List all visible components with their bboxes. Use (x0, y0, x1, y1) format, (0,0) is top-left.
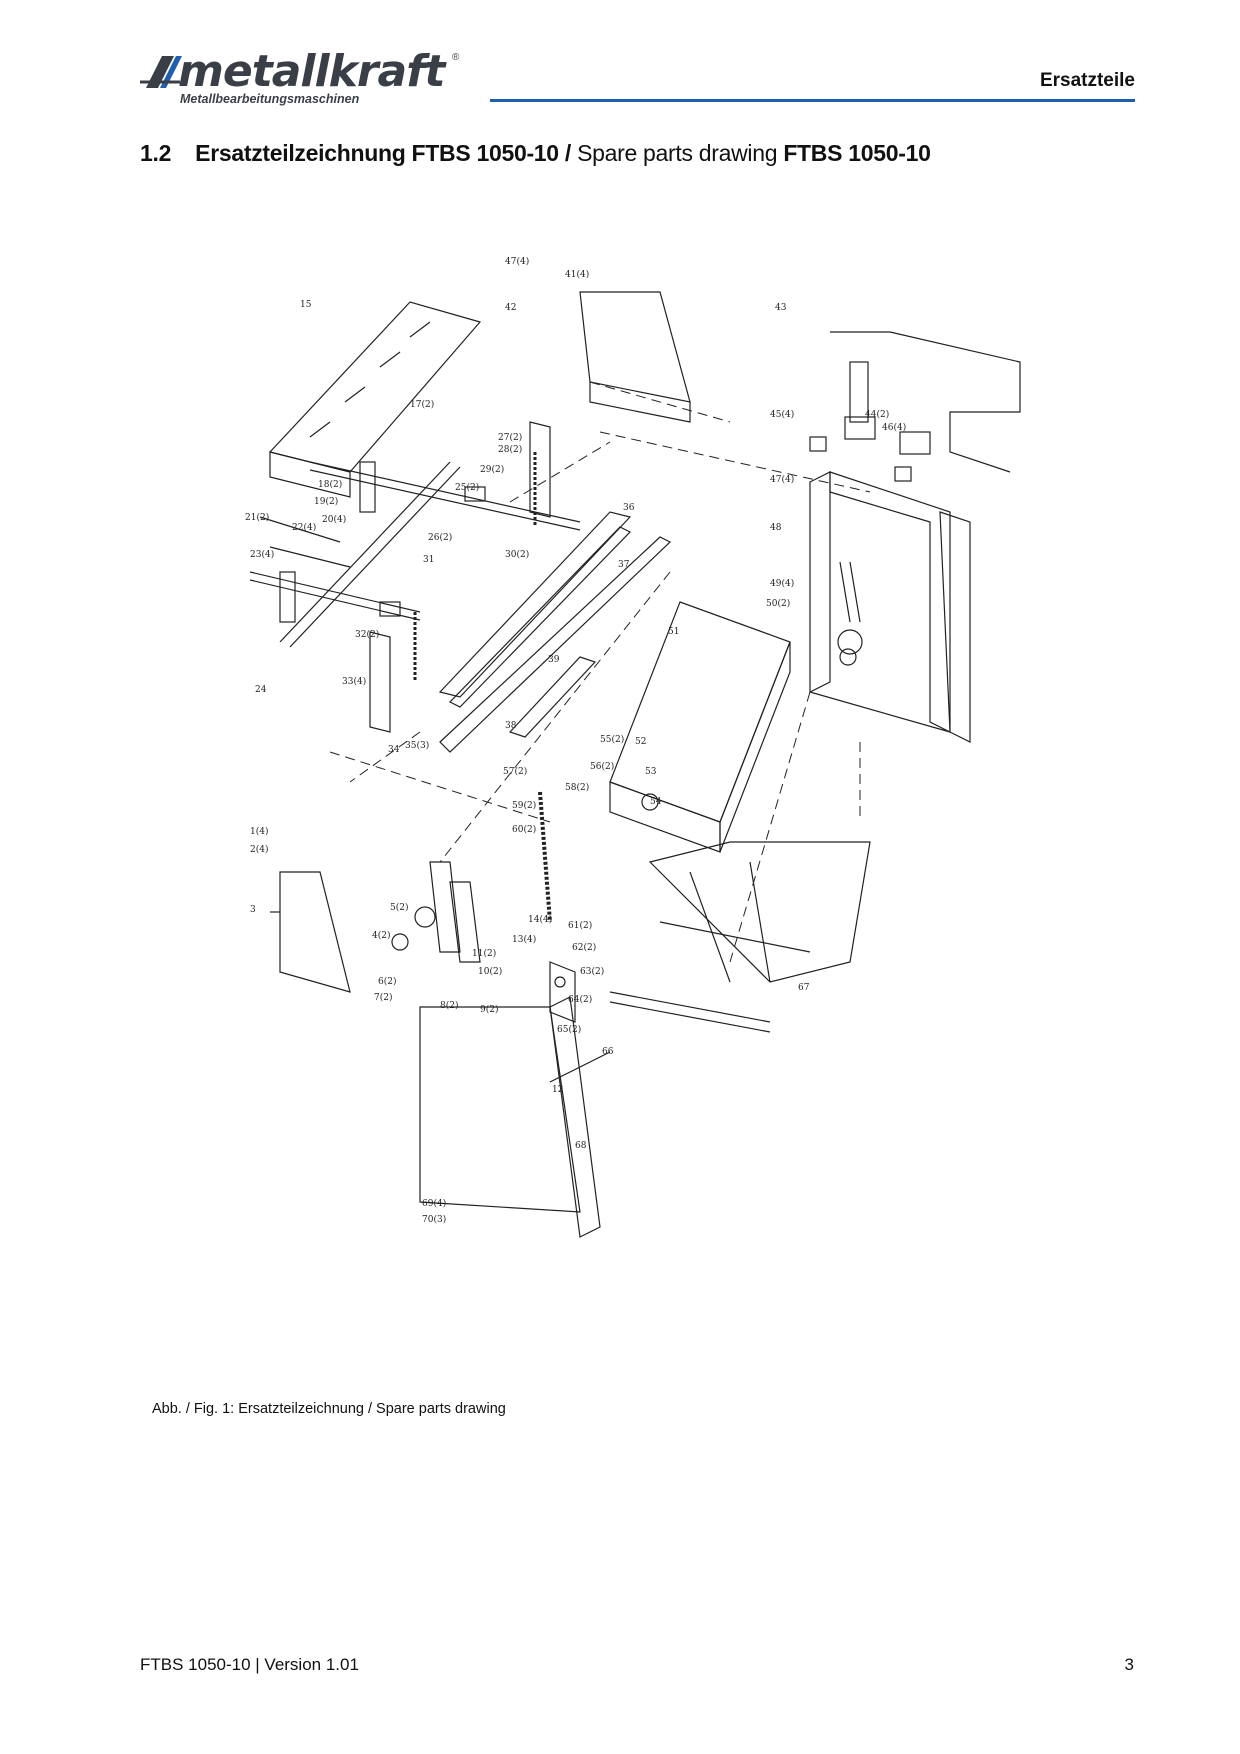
part-label: 69(4) (422, 1198, 446, 1209)
part-label: 47(4) (770, 474, 794, 485)
part-label: 6(2) (378, 976, 396, 987)
part-label: 41(4) (565, 269, 589, 280)
part-label: 35(3) (405, 740, 429, 751)
part-label: 38 (505, 721, 517, 731)
part-label: 48 (770, 523, 782, 533)
part-label: 50(2) (766, 598, 790, 609)
title-german: Ersatzteilzeichnung FTBS 1050-10 (195, 140, 559, 166)
part-label: 28(2) (498, 444, 522, 455)
part-label: 67 (798, 983, 810, 993)
part-label: 62(2) (572, 942, 596, 953)
title-separator: / (564, 140, 571, 166)
part-label: 21(2) (245, 512, 269, 523)
part-label: 60(2) (512, 824, 536, 835)
title-model: FTBS 1050-10 (783, 140, 931, 166)
part-label: 3 (250, 905, 256, 915)
part-label: 29(2) (480, 464, 504, 475)
part-label: 46(4) (882, 422, 906, 433)
part-label: 39 (548, 655, 560, 665)
part-label: 24 (255, 685, 267, 695)
page-number: 3 (1124, 1655, 1134, 1674)
part-label: 44(2) (865, 409, 889, 420)
title-english: Spare parts drawing (577, 140, 778, 166)
part-label: 43 (775, 303, 787, 313)
part-label: 52 (635, 737, 646, 747)
part-label: 11(2) (472, 948, 496, 959)
part-label: 7(2) (374, 992, 392, 1003)
part-label: 58(2) (565, 782, 589, 793)
part-label: 12 (552, 1085, 563, 1095)
logo-mark-icon (140, 56, 182, 88)
part-label: 14(4) (528, 914, 552, 925)
part-label: 53 (645, 767, 657, 777)
part-label: 36 (623, 503, 635, 513)
brand-logo: metallkraft ® Metallbearbeitungsmaschine… (140, 46, 480, 108)
part-label: 65(2) (557, 1024, 581, 1035)
part-label: 10(2) (478, 966, 502, 977)
header-divider (490, 99, 1135, 102)
part-label: 17(2) (410, 399, 434, 410)
part-label: 66 (602, 1047, 614, 1057)
brand-registered-mark: ® (452, 52, 460, 63)
part-label: 57(2) (503, 766, 527, 777)
part-label: 34 (388, 745, 400, 755)
part-label: 20(4) (322, 514, 346, 525)
part-label: 37 (618, 560, 630, 570)
section-label: Ersatzteile (1039, 70, 1135, 91)
part-label: 42 (505, 303, 516, 313)
part-label: 25(2) (455, 482, 479, 493)
part-label: 56(2) (590, 761, 614, 772)
part-label: 15 (300, 300, 312, 310)
part-label: 31 (423, 555, 434, 565)
part-label: 51 (668, 627, 679, 637)
spare-parts-drawing: 15 47(4) 41(4) 42 43 17(2) 27(2)28(2) 29(2) 18(2… (245, 256, 1070, 1382)
part-label: 2(4) (250, 844, 268, 855)
brand-tagline: Metallbearbeitungsmaschinen (180, 92, 360, 106)
part-label: 47(4) (505, 256, 529, 267)
part-label: 32(2) (355, 629, 379, 640)
page-title: 1.2 Ersatzteilzeichnung FTBS 1050-10 / S… (140, 140, 931, 167)
part-label: 4(2) (372, 930, 390, 941)
part-label: 8(2) (440, 1000, 458, 1011)
part-label: 33(4) (342, 676, 366, 687)
part-label: 18(2) (318, 479, 342, 490)
brand-name: metallkraft (178, 46, 445, 97)
exploded-view-svg: 15 47(4) 41(4) 42 43 17(2) 27(2)28(2) 29(2) 18(2… (245, 256, 1021, 1238)
part-label: 1(4) (250, 826, 268, 837)
part-label: 45(4) (770, 409, 794, 420)
part-label: 27(2) (498, 432, 522, 443)
part-label: 64(2) (568, 994, 592, 1005)
section-number: 1.2 (140, 140, 172, 166)
part-label: 30(2) (505, 549, 529, 560)
part-label: 59(2) (512, 800, 536, 811)
part-label: 23(4) (250, 549, 274, 560)
part-label: 70(3) (422, 1214, 446, 1225)
part-label: 68 (575, 1141, 587, 1151)
part-label: 55(2) (600, 734, 624, 745)
footer-document-version: FTBS 1050-10 | Version 1.01 (140, 1655, 359, 1674)
part-label: 5(2) (390, 902, 408, 913)
part-label: 61(2) (568, 920, 592, 931)
part-label: 19(2) (314, 496, 338, 507)
part-label: 26(2) (428, 532, 452, 543)
part-label: 63(2) (580, 966, 604, 977)
part-label: 13(4) (512, 934, 536, 945)
figure-caption: Abb. / Fig. 1: Ersatzteilzeichnung / Spa… (152, 1401, 506, 1417)
part-label: 49(4) (770, 578, 794, 589)
part-label: 54 (650, 797, 662, 807)
part-label: 22(4) (292, 522, 316, 533)
part-label: 9(2) (480, 1004, 498, 1015)
part-number-labels: 15 47(4) 41(4) 42 43 17(2) 27(2)28(2) 29(2) 18(2… (245, 256, 906, 1225)
